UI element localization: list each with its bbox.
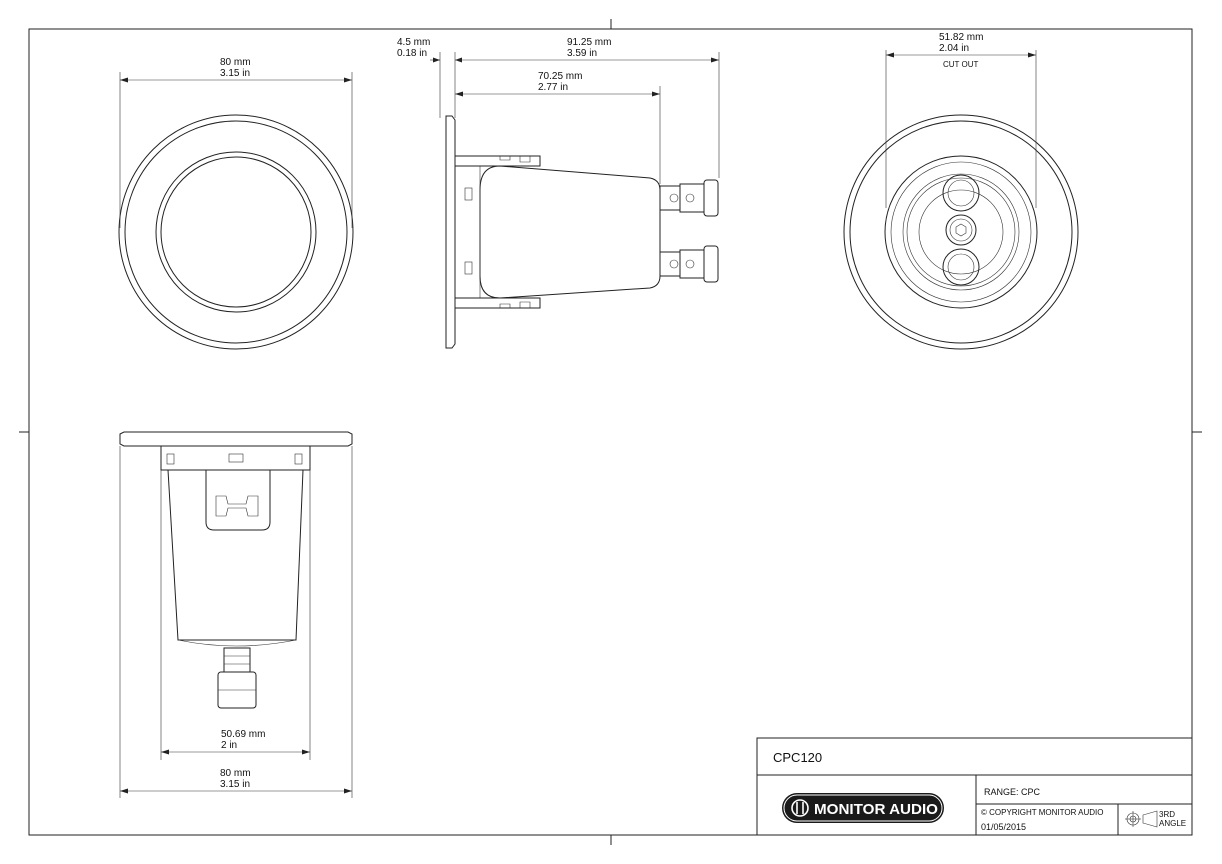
cutout-mm-label: 51.82 mm	[939, 32, 983, 43]
title-block: CPC120 RANGE: CPC © COPYRIGHT MONITOR AU…	[756, 737, 1193, 836]
bottom-dimensions: 50.69 mm 2 in 80 mm 3.15 in	[119, 446, 353, 798]
flange-in-label: 0.18 in	[397, 48, 427, 59]
projection-line1: 3RD	[1159, 810, 1175, 819]
bottom-view	[119, 431, 353, 709]
body-depth-mm-label: 70.25 mm	[538, 71, 582, 82]
lower-terminal	[659, 245, 719, 283]
monitor-audio-logo: MONITOR AUDIO	[782, 793, 944, 823]
cutout-dimension: 51.82 mm 2.04 in CUT OUT	[885, 32, 1037, 208]
projection-line2: ANGLE	[1159, 819, 1186, 828]
brand-name: MONITOR AUDIO	[814, 801, 938, 818]
drawing-border	[19, 19, 1202, 845]
cutout-in-label: 2.04 in	[939, 43, 969, 54]
front-width-dimension: 80 mm 3.15 in	[119, 57, 353, 228]
brand-mark-icon	[791, 799, 809, 817]
cutout-caption: CUT OUT	[943, 60, 979, 69]
upper-terminal	[659, 179, 719, 217]
copyright-label: © COPYRIGHT MONITOR AUDIO	[981, 808, 1104, 817]
rear-view	[843, 114, 1079, 350]
model-name: CPC120	[773, 750, 822, 765]
front-view	[118, 114, 354, 350]
overall-depth-in-label: 3.59 in	[567, 48, 597, 59]
side-dimensions: 4.5 mm 0.18 in 91.25 mm 3.59 in 70.25 mm…	[397, 37, 720, 184]
front-width-in-label: 3.15 in	[220, 68, 250, 79]
bottom-terminal	[217, 647, 257, 709]
bottom-body-in-label: 2 in	[221, 740, 237, 751]
overall-depth-mm-label: 91.25 mm	[567, 37, 611, 48]
bottom-body-mm-label: 50.69 mm	[221, 729, 265, 740]
flange-mm-label: 4.5 mm	[397, 37, 430, 48]
bottom-width-in-label: 3.15 in	[220, 779, 250, 790]
front-width-mm-label: 80 mm	[220, 57, 251, 68]
bottom-width-mm-label: 80 mm	[220, 768, 251, 779]
body-depth-in-label: 2.77 in	[538, 82, 568, 93]
side-view	[445, 115, 719, 349]
date-label: 01/05/2015	[981, 822, 1026, 832]
range-label: RANGE: CPC	[984, 787, 1041, 797]
third-angle-projection-icon	[1125, 810, 1158, 828]
